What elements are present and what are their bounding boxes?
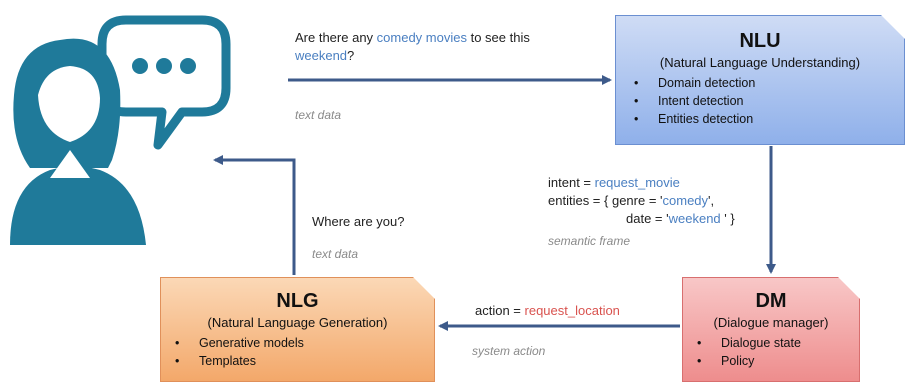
nlu-item: Domain detection	[624, 74, 904, 92]
nlg-item: Templates	[165, 352, 434, 370]
speech-bubble-icon	[97, 15, 231, 150]
text-data-label-top: text data	[295, 108, 342, 122]
dm-title: DM	[755, 290, 787, 312]
arrow-nlg-to-user	[213, 155, 296, 275]
nlg-subtitle: (Natural Language Generation)	[207, 315, 388, 330]
nlu-item: Intent detection	[624, 92, 904, 110]
dm-item: Dialogue state	[687, 334, 859, 352]
nlu-title: NLU	[739, 30, 781, 52]
nlu-box: NLU (Natural Language Understanding) Dom…	[615, 15, 905, 145]
nlu-subtitle: (Natural Language Understanding)	[659, 55, 861, 70]
dm-item: Policy	[687, 352, 859, 370]
text-data-label-bottom: text data	[312, 247, 359, 261]
dm-box: DM (Dialogue manager) Dialogue state Pol…	[682, 277, 860, 382]
system-reply: Where are you?	[312, 214, 405, 229]
system-action: action = request_location	[475, 303, 620, 318]
dm-subtitle: (Dialogue manager)	[713, 315, 829, 330]
nlg-item: Generative models	[165, 334, 434, 352]
system-action-label: system action	[472, 344, 546, 358]
nlg-box: NLG (Natural Language Generation) Genera…	[160, 277, 435, 382]
user-icon	[10, 15, 231, 245]
semantic-frame: intent = request_movie entities = { genr…	[548, 175, 735, 226]
semantic-frame-label: semantic frame	[548, 234, 631, 248]
nlg-title: NLG	[276, 290, 319, 312]
nlu-item: Entities detection	[624, 110, 904, 128]
user-question: Are there any comedy movies to see this …	[295, 30, 530, 63]
